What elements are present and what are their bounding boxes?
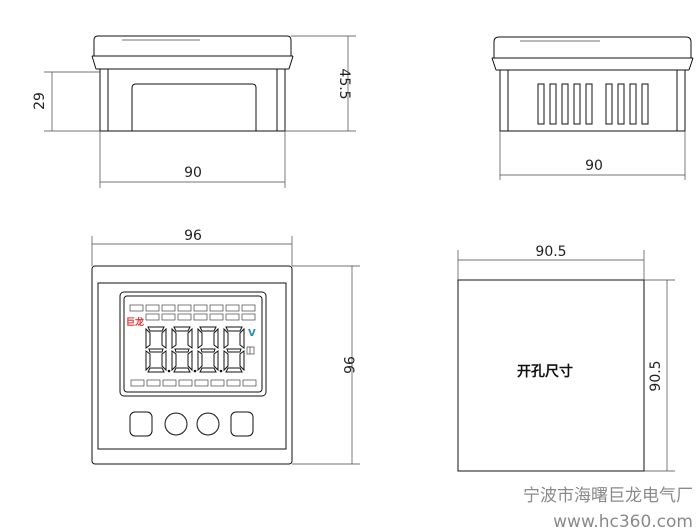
front-button-1 [129, 411, 153, 437]
side-view-left [44, 35, 356, 188]
dim-96-width: 96 [184, 228, 202, 244]
side-view-right [491, 36, 694, 180]
dim-90-5-height: 90.5 [648, 360, 664, 391]
watermark-url: www.hc360.com [553, 512, 693, 532]
unit-indicator: V [248, 328, 256, 339]
dim-90-right: 90 [585, 158, 603, 174]
seven-segment-digits [145, 326, 245, 373]
front-button-2 [164, 412, 188, 436]
dim-90-5-width: 90.5 [535, 244, 566, 260]
cutout-label: 开孔尺寸 [517, 363, 573, 380]
front-panel-view [91, 236, 360, 465]
dim-45-5: 45.5 [336, 68, 352, 99]
indicator-row-bottom [130, 379, 257, 387]
indicator-row-top [129, 304, 256, 321]
dim-90-left: 90 [184, 165, 202, 181]
front-button-3 [196, 412, 220, 436]
front-button-4 [230, 411, 254, 437]
watermark-company: 宁波市海曙巨龙电气厂 [523, 486, 693, 506]
dim-29: 29 [32, 92, 48, 110]
dim-96-height: 96 [340, 356, 356, 374]
logo-text: 巨龙 [126, 316, 144, 328]
cutout-view [457, 250, 675, 472]
